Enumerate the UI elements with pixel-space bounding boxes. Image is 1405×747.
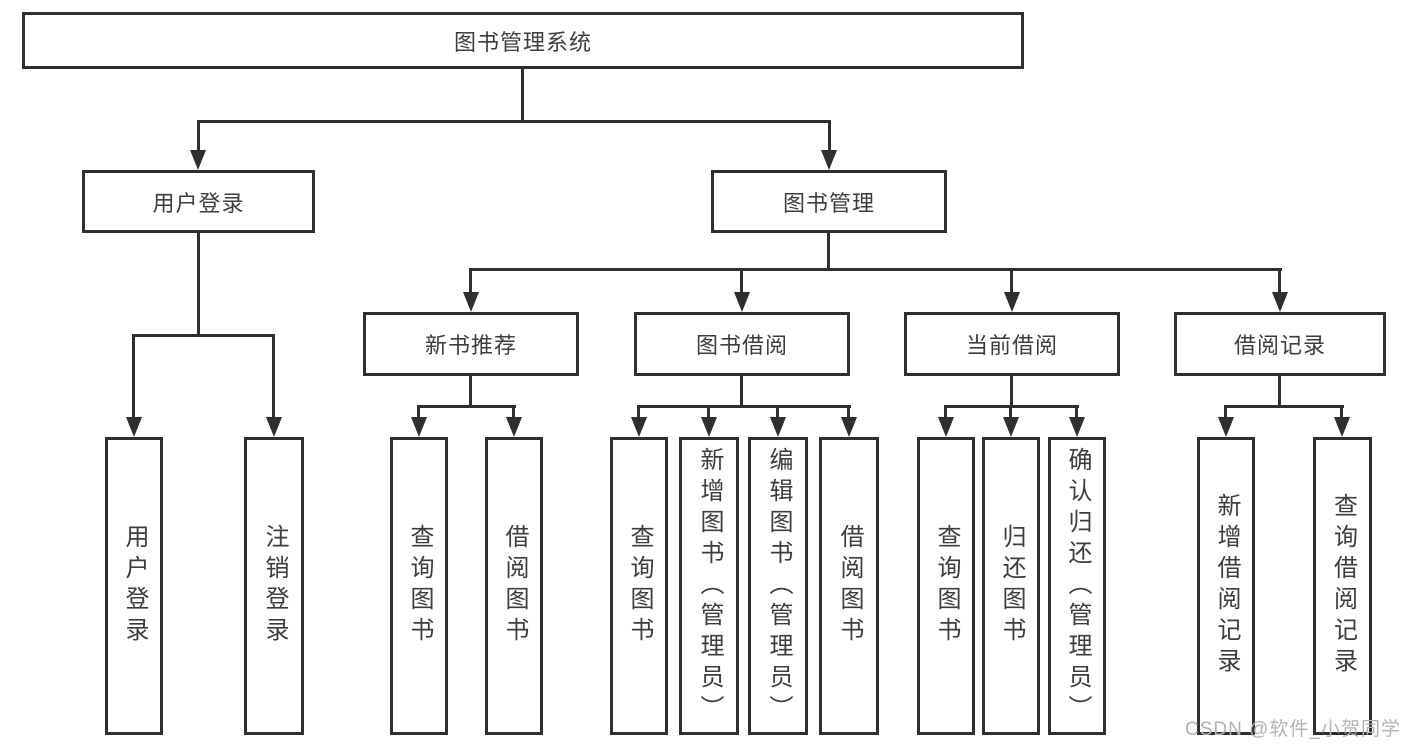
connector-borrow-stem [740,376,743,408]
connector-arrow-line [1278,268,1281,292]
arrow-down-icon [1334,417,1350,437]
connector-records-stem [1278,376,1281,408]
arrow-down-icon [734,292,750,312]
leaf-add-book-admin-label: 新增图书（管理员） [696,446,723,726]
leaf-logout-label: 注销登录 [261,524,288,648]
arrow-down-icon [1004,292,1020,312]
connector-recommend-branch [417,405,516,408]
node-current-borrow: 当前借阅 [904,312,1120,376]
connector-arrow-line [417,405,420,417]
connector-root-stem [521,69,524,123]
connector-arrow-line [1224,405,1227,417]
leaf-add-book-admin: 新增图书（管理员） [679,437,739,735]
connector-user-login-stem [197,233,200,337]
node-borrow-records: 借阅记录 [1174,312,1386,376]
arrow-down-icon [1218,417,1234,437]
connector-records-branch [1224,405,1344,408]
leaf-borrow-books: 借阅图书 [819,437,879,735]
leaf-edit-book-admin-label: 编辑图书（管理员） [765,446,792,726]
connector-arrow-line [132,334,135,417]
arrow-down-icon [631,417,647,437]
leaf-query-books-borrow-label: 查询图书 [626,524,653,648]
node-user-login-label: 用户登录 [152,190,245,216]
leaf-logout: 注销登录 [244,437,304,735]
leaf-borrow-books-recommend: 借阅图书 [485,437,543,735]
node-user-login: 用户登录 [82,170,315,233]
connector-borrow-branch [637,405,851,408]
watermark: CSDN @软件_小贺同学 [1185,719,1401,740]
arrow-down-icon [190,150,206,170]
leaf-user-login-label: 用户登录 [121,524,148,648]
leaf-add-borrow-record: 新增借阅记录 [1197,437,1255,735]
leaf-query-books-recommend: 查询图书 [390,437,448,735]
connector-arrow-line [272,334,275,417]
connector-book-mgmt-stem [827,233,830,271]
arrow-down-icon [1069,417,1085,437]
connector-user-login-branch [132,334,275,337]
node-book-borrow-label: 图书借阅 [695,333,788,358]
leaf-query-books-current-label: 查询图书 [933,524,960,648]
arrow-down-icon [411,417,427,437]
connector-arrow-line [1010,268,1013,292]
leaf-edit-book-admin: 编辑图书（管理员） [748,437,808,735]
node-new-book-recommend: 新书推荐 [363,312,579,376]
arrow-down-icon [506,417,522,437]
connector-book-mgmt-branch [469,268,1282,271]
node-book-borrow: 图书借阅 [634,312,850,376]
leaf-confirm-return-admin: 确认归还（管理员） [1048,437,1106,735]
connector-arrow-line [776,405,779,417]
leaf-query-borrow-record-label: 查询借阅记录 [1329,493,1357,679]
leaf-borrow-books-label: 借阅图书 [836,524,863,648]
arrow-down-icon [1003,417,1019,437]
connector-current-stem [1010,376,1013,408]
connector-recommend-stem [469,376,472,408]
leaf-query-books-current: 查询图书 [917,437,975,735]
arrow-down-icon [841,417,857,437]
connector-arrow-line [740,268,743,292]
arrow-down-icon [938,417,954,437]
connector-arrow-line [828,120,831,150]
connector-arrow-line [637,405,640,417]
node-current-borrow-label: 当前借阅 [965,333,1058,358]
arrow-down-icon [126,417,142,437]
leaf-query-books-borrow: 查询图书 [610,437,668,735]
connector-arrow-line [469,268,472,292]
connector-arrow-line [944,405,947,417]
leaf-add-borrow-record-label: 新增借阅记录 [1213,493,1240,679]
connector-arrow-line [197,120,200,150]
node-borrow-records-label: 借阅记录 [1233,333,1326,358]
arrow-down-icon [463,292,479,312]
leaf-borrow-books-recommend-label: 借阅图书 [501,524,528,648]
connector-arrow-line [1075,405,1078,417]
connector-arrow-line [512,405,515,417]
leaf-user-login: 用户登录 [105,437,163,735]
leaf-query-borrow-record: 查询借阅记录 [1313,437,1372,735]
connector-arrow-line [1009,405,1012,417]
connector-arrow-line [1340,405,1343,417]
leaf-return-books: 归还图书 [982,437,1040,735]
arrow-down-icon [821,150,837,170]
node-library-system: 图书管理系统 [22,12,1024,69]
arrow-down-icon [266,417,282,437]
leaf-confirm-return-admin-label: 确认归还（管理员） [1064,446,1091,726]
node-book-management-label: 图书管理 [782,190,875,216]
connector-arrow-line [847,405,850,417]
node-library-system-label: 图书管理系统 [453,29,592,55]
connector-arrow-line [707,405,710,417]
node-new-book-recommend-label: 新书推荐 [424,333,517,358]
connector-root-branch [197,120,831,123]
node-book-management: 图书管理 [711,170,947,233]
arrow-down-icon [1272,292,1288,312]
leaf-query-books-recommend-label: 查询图书 [406,524,433,648]
arrow-down-icon [770,417,786,437]
leaf-return-books-label: 归还图书 [998,524,1025,648]
arrow-down-icon [701,417,717,437]
